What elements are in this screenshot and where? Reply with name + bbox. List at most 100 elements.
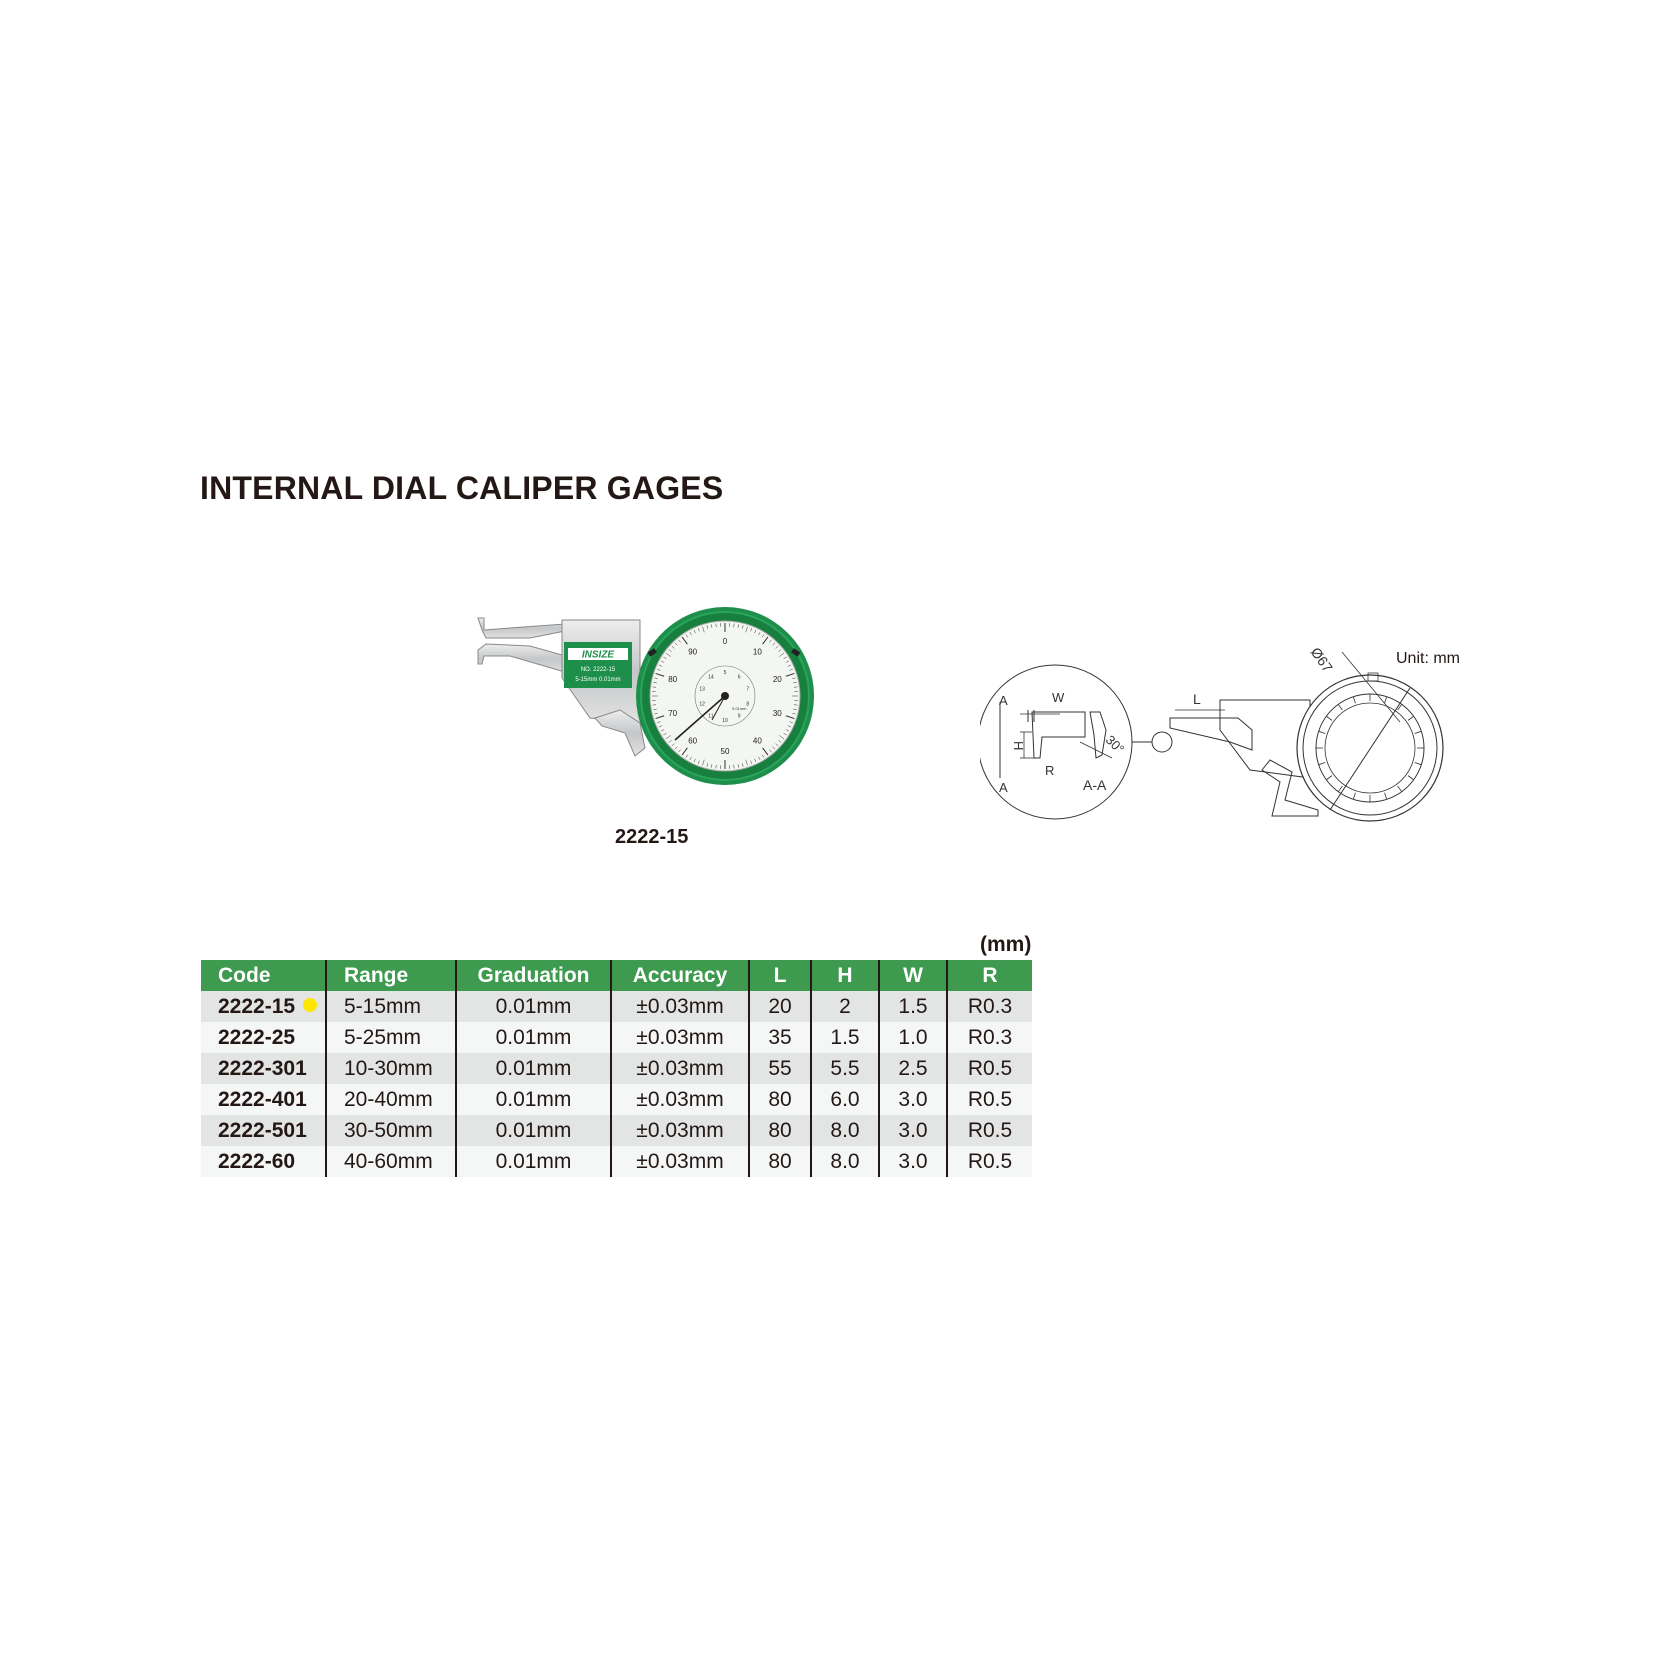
cell-range: 10-30mm <box>325 1053 456 1084</box>
col-header-r: R <box>946 960 1032 991</box>
col-header-accuracy: Accuracy <box>610 960 749 991</box>
cell-h: 8.0 <box>810 1115 879 1146</box>
svg-text:70: 70 <box>668 709 677 718</box>
svg-text:A: A <box>999 693 1008 708</box>
svg-text:11: 11 <box>708 713 713 719</box>
svg-text:9: 9 <box>738 713 741 719</box>
cell-r: R0.5 <box>946 1053 1032 1084</box>
col-header-range: Range <box>325 960 456 991</box>
brand-logo: INSIZE <box>582 650 615 661</box>
cell-w: 3.0 <box>878 1115 947 1146</box>
cell-l: 35 <box>748 1022 811 1053</box>
svg-text:H: H <box>1011 741 1026 750</box>
cell-h: 6.0 <box>810 1084 879 1115</box>
cell-accuracy: ±0.03mm <box>610 991 749 1022</box>
svg-text:7: 7 <box>746 687 749 693</box>
cell-h: 8.0 <box>810 1146 879 1177</box>
cell-h: 5.5 <box>810 1053 879 1084</box>
page-title: INTERNAL DIAL CALIPER GAGES <box>200 470 724 506</box>
cell-w: 1.5 <box>878 991 947 1022</box>
cell-l: 20 <box>748 991 811 1022</box>
svg-text:14: 14 <box>708 675 714 681</box>
upper-jaw <box>477 617 571 639</box>
svg-text:50: 50 <box>721 747 730 756</box>
cell-range: 20-40mm <box>325 1084 456 1115</box>
highlight-dot <box>303 997 318 1012</box>
cell-l: 80 <box>748 1084 811 1115</box>
cell-range: 40-60mm <box>325 1146 456 1177</box>
svg-text:5: 5 <box>724 670 727 676</box>
cell-code: 2222-15 <box>201 991 326 1022</box>
product-photo: INSIZE NO. 2222-15 5-15mm 0.01mm 0102030… <box>477 607 814 785</box>
cell-w: 3.0 <box>878 1146 947 1177</box>
cell-range: 5-15mm <box>325 991 456 1022</box>
svg-text:NO. 2222-15: NO. 2222-15 <box>581 667 616 673</box>
col-header-l: L <box>748 960 811 991</box>
cell-code: 2222-501 <box>201 1115 326 1146</box>
col-header-w: W <box>878 960 947 991</box>
cell-l: 80 <box>748 1146 811 1177</box>
cell-code: 2222-401 <box>201 1084 326 1115</box>
cell-l: 55 <box>748 1053 811 1084</box>
cell-w: 2.5 <box>878 1053 947 1084</box>
svg-text:12: 12 <box>699 701 705 707</box>
cell-accuracy: ±0.03mm <box>610 1115 749 1146</box>
dial-needle <box>674 695 726 741</box>
spec-table: Code Range Graduation Accuracy L H W R 2… <box>201 960 1032 1177</box>
svg-text:6: 6 <box>738 675 741 681</box>
svg-text:30°: 30° <box>1103 732 1128 757</box>
svg-text:A: A <box>999 780 1008 795</box>
cell-r: R0.5 <box>946 1146 1032 1177</box>
technical-drawing: A A W H R A-A 30° L Ø67 <box>980 644 1444 822</box>
trigger-lever <box>594 709 646 757</box>
cell-code: 2222-301 <box>201 1053 326 1084</box>
svg-text:90: 90 <box>688 648 697 657</box>
cell-accuracy: ±0.03mm <box>610 1053 749 1084</box>
svg-text:80: 80 <box>668 675 677 684</box>
cell-accuracy: ±0.03mm <box>610 1084 749 1115</box>
cell-accuracy: ±0.03mm <box>610 1022 749 1053</box>
dial-ticks <box>652 623 798 769</box>
cell-w: 3.0 <box>878 1084 947 1115</box>
cell-graduation: 0.01mm <box>455 1053 611 1084</box>
dial-center <box>721 692 729 700</box>
svg-text:20: 20 <box>773 675 782 684</box>
table-unit: (mm) <box>980 933 1032 956</box>
svg-text:8: 8 <box>746 701 749 707</box>
cell-range: 30-50mm <box>325 1115 456 1146</box>
svg-text:A-A: A-A <box>1083 777 1107 793</box>
cell-r: R0.5 <box>946 1115 1032 1146</box>
cell-graduation: 0.01mm <box>455 1146 611 1177</box>
cell-r: R0.3 <box>946 991 1032 1022</box>
svg-text:60: 60 <box>688 736 697 745</box>
table-header-row: Code Range Graduation Accuracy L H W R <box>201 960 1032 991</box>
svg-text:W: W <box>1052 690 1065 705</box>
cell-w: 1.0 <box>878 1022 947 1053</box>
col-header-code: Code <box>201 960 326 991</box>
cell-graduation: 0.01mm <box>455 1084 611 1115</box>
cell-code: 2222-60 <box>201 1146 326 1177</box>
col-header-graduation: Graduation <box>455 960 611 991</box>
svg-text:5-15mm 0.01mm: 5-15mm 0.01mm <box>575 677 620 683</box>
cell-r: R0.5 <box>946 1084 1032 1115</box>
cell-accuracy: ±0.03mm <box>610 1146 749 1177</box>
svg-text:Ø67: Ø67 <box>1308 644 1336 675</box>
drawing-dial-outer <box>1296 674 1444 822</box>
svg-text:0: 0 <box>723 637 728 646</box>
photo-caption: 2222-15 <box>615 826 689 848</box>
svg-text:13: 13 <box>699 687 705 693</box>
drawing-body <box>1219 699 1311 779</box>
drawing-jaws <box>1169 717 1253 751</box>
svg-text:L: L <box>1193 691 1201 707</box>
svg-text:0.01mm: 0.01mm <box>732 706 747 711</box>
cell-r: R0.3 <box>946 1022 1032 1053</box>
cell-range: 5-25mm <box>325 1022 456 1053</box>
cell-graduation: 0.01mm <box>455 1115 611 1146</box>
